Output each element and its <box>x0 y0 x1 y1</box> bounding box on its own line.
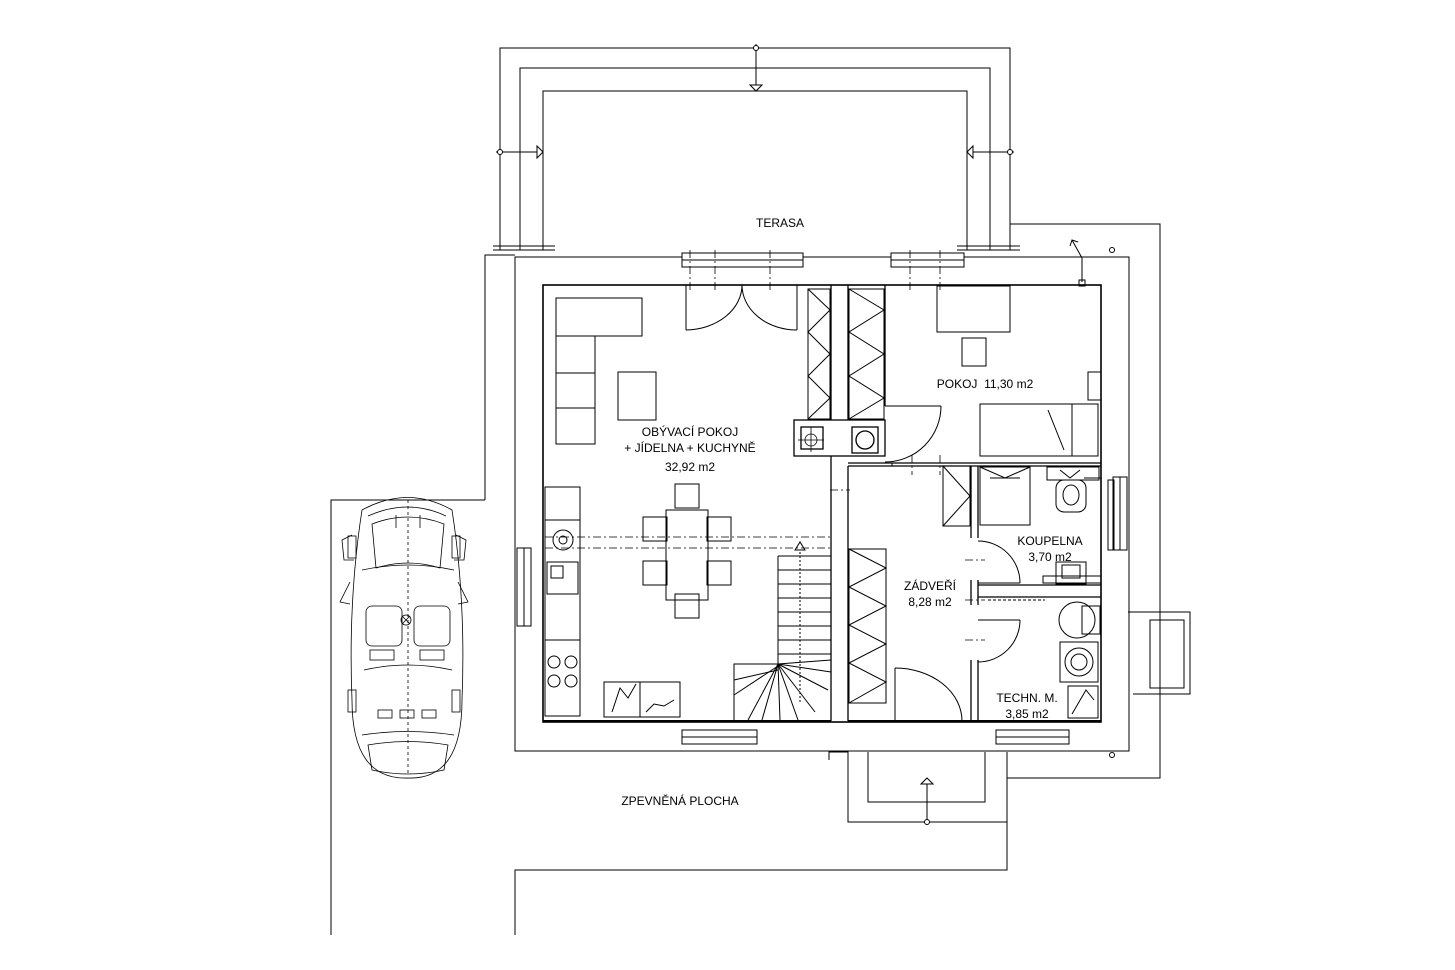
bathroom-area: 3,70 m2 <box>1028 550 1072 564</box>
technical-room-fixtures <box>988 599 1101 719</box>
house-walls <box>514 256 1130 752</box>
living-room-furniture <box>555 288 885 445</box>
living-room-label: OBÝVACÍ POKOJ + JÍDELNA + KUCHYNĚ 32,92 … <box>600 424 780 475</box>
living-room-area: 32,92 m2 <box>664 460 716 474</box>
staircase <box>733 541 832 721</box>
hall-name: ZÁDVEŘÍ <box>903 579 956 593</box>
terrace-door <box>685 284 798 331</box>
technical-room-name: TECHN. M. <box>996 691 1058 705</box>
technical-room-label: TECHN. M. 3,85 m2 <box>982 690 1072 722</box>
east-annex <box>1128 611 1191 695</box>
hall-area: 8,28 m2 <box>908 595 952 609</box>
dashed-lines <box>545 250 985 641</box>
bedroom-label: POKOJ 11,30 m2 <box>920 376 1050 392</box>
bathroom-name: KOUPELNA <box>1017 534 1083 548</box>
bedroom-furniture <box>936 285 1102 457</box>
bedroom-area: 11,30 m2 <box>984 377 1034 391</box>
site-lines <box>330 223 1161 935</box>
car <box>339 497 469 779</box>
terrace-label: TERASA <box>755 216 804 230</box>
paved-area-label: ZPEVNĚNÁ PLOCHA <box>621 794 739 808</box>
terrace-pergola <box>493 44 1020 251</box>
kitchen <box>544 486 681 718</box>
windows <box>516 252 1128 745</box>
interior-walls <box>793 285 1101 721</box>
hall-wardrobes <box>847 465 971 704</box>
bathroom-fixtures <box>979 466 1115 585</box>
dining-set <box>642 483 732 619</box>
technical-room-area: 3,85 m2 <box>1005 707 1049 721</box>
bedroom-name: POKOJ <box>936 377 978 391</box>
hall-label: ZÁDVEŘÍ 8,28 m2 <box>890 578 970 610</box>
living-room-name: OBÝVACÍ POKOJ <box>641 425 739 439</box>
living-room-name-2: + JÍDELNA + KUCHYNĚ <box>624 441 756 455</box>
bathroom-label: KOUPELNA 3,70 m2 <box>1005 533 1095 565</box>
interior-doors <box>884 405 1021 722</box>
